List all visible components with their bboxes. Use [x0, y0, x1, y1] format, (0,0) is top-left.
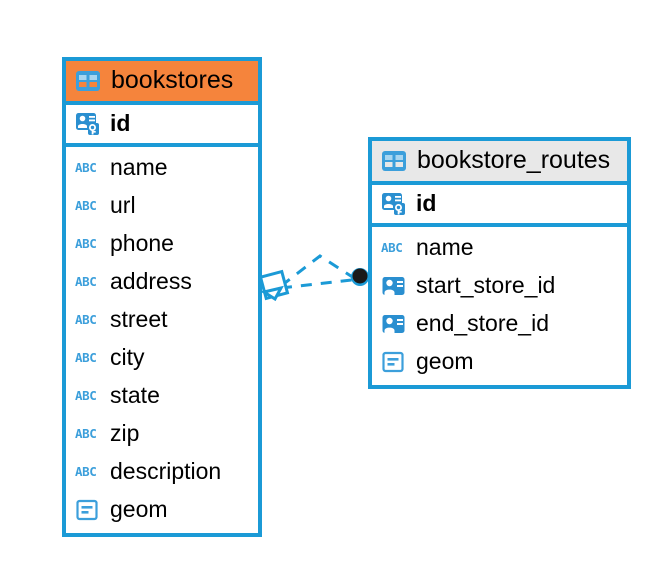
text-abc-icon: ABC [75, 198, 101, 214]
text-abc-icon: ABC [381, 240, 407, 256]
field-name: city [110, 343, 145, 370]
filled-circle-marker [351, 268, 369, 286]
svg-text:ABC: ABC [75, 160, 96, 175]
svg-text:ABC: ABC [75, 426, 96, 441]
field-name: start_store_id [416, 271, 556, 298]
fields-section: ABC name ABC url ABC p [66, 147, 258, 533]
primary-key-icon [381, 192, 407, 216]
field-name: geom [416, 347, 474, 374]
relationship-line-lower [280, 278, 353, 290]
field-name: geom [110, 495, 168, 522]
fields-section: ABC name start_store_id [372, 227, 627, 385]
svg-text:ABC: ABC [75, 464, 96, 479]
svg-text:ABC: ABC [75, 274, 96, 289]
field-row-zip[interactable]: ABC zip [66, 415, 258, 453]
field-row-name[interactable]: ABC name [66, 149, 258, 187]
text-abc-icon: ABC [75, 312, 101, 328]
field-row-geom[interactable]: geom [372, 343, 627, 381]
field-row-street[interactable]: ABC street [66, 301, 258, 339]
svg-text:ABC: ABC [75, 350, 96, 365]
text-abc-icon: ABC [75, 426, 101, 442]
entity-header-bookstore-routes[interactable]: bookstore_routes [372, 141, 627, 181]
diamond-marker-tail [260, 285, 284, 302]
entity-bookstore-routes[interactable]: bookstore_routes [368, 137, 631, 389]
field-name: address [110, 267, 192, 294]
geometry-icon [75, 499, 101, 521]
entity-bookstores[interactable]: bookstores id [62, 57, 262, 537]
svg-text:ABC: ABC [381, 240, 402, 255]
field-row-start-store-id[interactable]: start_store_id [372, 267, 627, 305]
text-abc-icon: ABC [75, 160, 101, 176]
text-abc-icon: ABC [75, 388, 101, 404]
field-name: state [110, 381, 160, 408]
field-name: zip [110, 419, 140, 446]
primary-key-icon [75, 112, 101, 136]
foreign-key-icon [381, 313, 407, 335]
field-row-city[interactable]: ABC city [66, 339, 258, 377]
primary-key-section: id [66, 100, 258, 147]
field-row-id[interactable]: id [372, 185, 627, 223]
diamond-marker [258, 269, 290, 301]
table-icon [75, 70, 101, 92]
field-name: url [110, 191, 136, 218]
field-row-end-store-id[interactable]: end_store_id [372, 305, 627, 343]
text-abc-icon: ABC [75, 350, 101, 366]
field-row-phone[interactable]: ABC phone [66, 225, 258, 263]
table-icon [381, 150, 407, 172]
field-name: id [416, 189, 437, 216]
text-abc-icon: ABC [75, 236, 101, 252]
field-row-geom[interactable]: geom [66, 491, 258, 529]
svg-text:ABC: ABC [75, 198, 96, 213]
text-abc-icon: ABC [75, 464, 101, 480]
entity-header-bookstores[interactable]: bookstores [66, 61, 258, 101]
geometry-icon [381, 351, 407, 373]
field-name: name [110, 153, 168, 180]
field-row-url[interactable]: ABC url [66, 187, 258, 225]
svg-text:ABC: ABC [75, 312, 96, 327]
field-name: end_store_id [416, 309, 549, 336]
field-row-state[interactable]: ABC state [66, 377, 258, 415]
foreign-key-icon [381, 275, 407, 297]
field-name: name [416, 233, 474, 260]
entity-title: bookstores [111, 66, 234, 94]
field-row-name[interactable]: ABC name [372, 229, 627, 267]
primary-key-section: id [372, 180, 627, 227]
field-row-id[interactable]: id [66, 105, 258, 143]
field-name: phone [110, 229, 174, 256]
relationship-line-upper [280, 254, 355, 288]
field-row-description[interactable]: ABC description [66, 453, 258, 491]
field-row-address[interactable]: ABC address [66, 263, 258, 301]
svg-text:ABC: ABC [75, 236, 96, 251]
svg-text:ABC: ABC [75, 388, 96, 403]
entity-title: bookstore_routes [417, 146, 611, 174]
text-abc-icon: ABC [75, 274, 101, 290]
field-name: id [110, 109, 131, 136]
field-name: street [110, 305, 168, 332]
field-name: description [110, 457, 222, 484]
